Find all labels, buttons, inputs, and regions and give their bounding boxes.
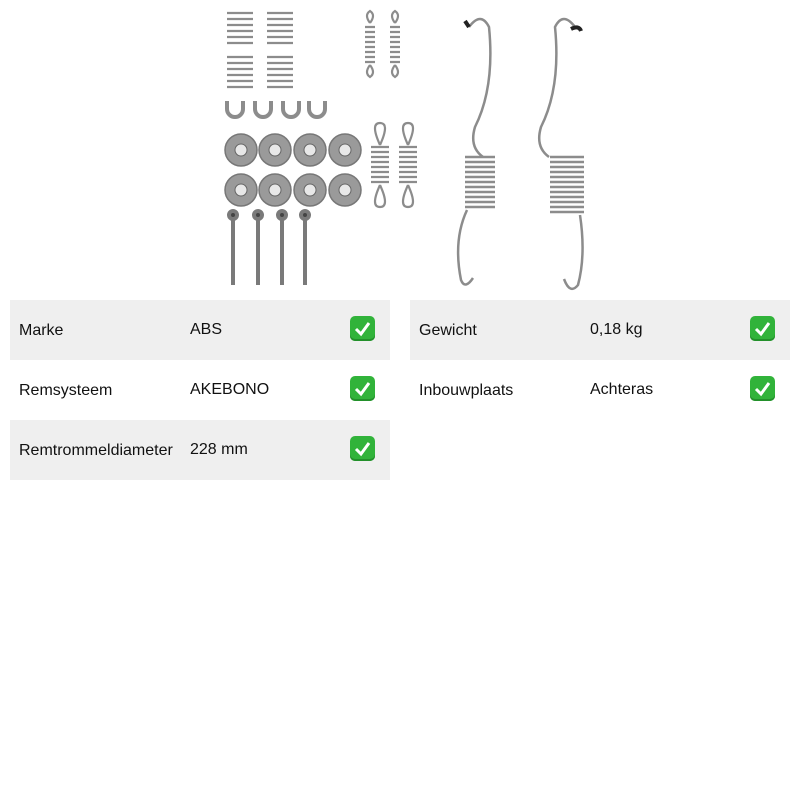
spec-row-marke: Marke ABS <box>10 300 390 360</box>
spec-value: AKEBONO <box>190 381 270 398</box>
check-mark-icon <box>350 436 375 461</box>
spec-row-remsysteem: Remsysteem AKEBONO <box>10 360 390 420</box>
cup-washer-icon <box>224 133 362 207</box>
spec-row-inbouwplaats: Inbouwplaats Achteras <box>410 360 790 420</box>
small-tension-spring-icon <box>365 9 400 79</box>
spec-value: Achteras <box>590 381 654 398</box>
spec-table-right: Gewicht 0,18 kg Inbouwplaats Achteras <box>410 300 790 420</box>
check-mark-icon <box>750 316 775 341</box>
spec-row-remtrommeldiameter: Remtrommeldiameter 228 mm <box>10 420 390 480</box>
return-spring-icon <box>456 17 584 291</box>
spec-label: Inbouwplaats <box>419 382 514 399</box>
spec-value: 228 mm <box>190 441 248 458</box>
check-mark-icon <box>350 376 375 401</box>
product-image <box>215 5 595 295</box>
spec-label: Gewicht <box>419 322 477 339</box>
spec-value: ABS <box>190 321 223 338</box>
spec-table-left: Marke ABS Remsysteem AKEBONO Remtrommeld… <box>10 300 390 480</box>
brake-kit-icon <box>224 9 584 291</box>
hold-down-pin-icon <box>227 209 311 285</box>
u-clip-icon <box>225 101 327 119</box>
spec-row-gewicht: Gewicht 0,18 kg <box>410 300 790 360</box>
spec-value: 0,18 kg <box>590 321 643 338</box>
spec-label: Marke <box>19 322 64 339</box>
check-mark-icon <box>750 376 775 401</box>
spec-label: Remsysteem <box>19 382 113 399</box>
check-mark-icon <box>350 316 375 341</box>
spec-label: Remtrommeldiameter <box>19 442 173 459</box>
medium-tension-spring-icon <box>371 121 417 209</box>
compression-spring-icon <box>227 11 293 89</box>
